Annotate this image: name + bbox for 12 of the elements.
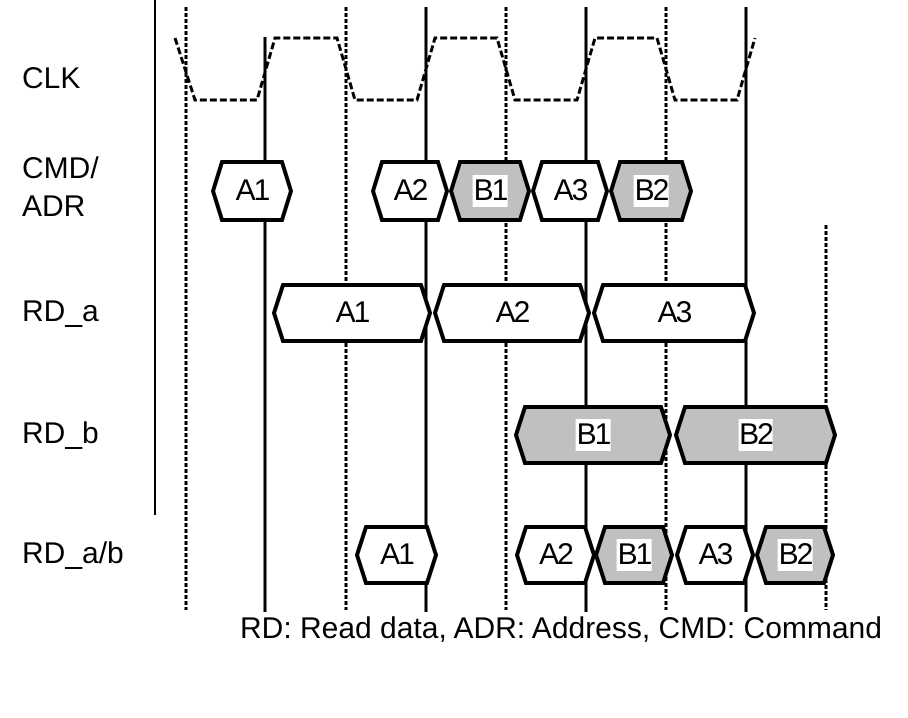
segment-label: B2 bbox=[634, 175, 668, 207]
caption: RD: Read data, ADR: Address, CMD: Command bbox=[240, 611, 883, 647]
segment-label: B1 bbox=[576, 419, 610, 451]
signal-name: RD_b bbox=[22, 416, 99, 452]
segment-label: B1 bbox=[472, 175, 508, 207]
segment-label: B2 bbox=[738, 419, 773, 451]
segment-label: B2 bbox=[778, 539, 812, 571]
segment-label: B1 bbox=[616, 539, 652, 571]
signal-name: RD_a bbox=[22, 294, 99, 330]
signal-name: RD_a/b bbox=[22, 536, 124, 572]
signal-name: CMD/ADR bbox=[22, 151, 100, 225]
signal-name: CLK bbox=[22, 61, 80, 97]
